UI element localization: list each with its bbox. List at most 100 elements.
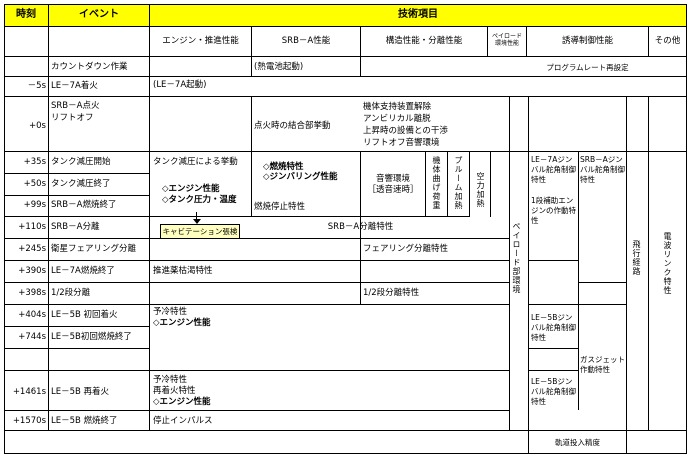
event-label: LE－7A燃焼終了 (51, 266, 115, 276)
le7a-start-note: (LE－7A起動) (153, 80, 207, 90)
row-line (528, 348, 578, 349)
time-label: +99s (23, 200, 46, 210)
col-line (425, 151, 426, 217)
payload-env-cell: ペイロード部環境 (512, 222, 521, 294)
time-label: +245s (18, 244, 46, 254)
tech-header: 技術項目 (398, 9, 438, 20)
row-line (528, 370, 578, 371)
event-label: カウントダウン作業 (51, 62, 128, 72)
col-line (360, 151, 361, 304)
frame-bottom (4, 453, 686, 454)
event-label: SRB－A燃焼終了 (51, 200, 117, 210)
col-line (487, 26, 488, 56)
event-label: LE－5B初回燃焼終了 (51, 332, 132, 342)
event-label: SRB－A点火 (51, 101, 100, 111)
frame-left (4, 4, 5, 454)
row-line (4, 56, 686, 57)
srb-subheader: SRB－A性能 (281, 36, 331, 46)
umbilical-cell-2: アンビリカル離脱 (363, 114, 431, 124)
row-line (4, 260, 509, 261)
frame-top (4, 4, 686, 5)
col-line (360, 26, 361, 76)
col-line (526, 26, 527, 56)
radio-link-cell: 電波リンク特性 (663, 232, 672, 295)
thermal-battery-cell: (熱電池起動) (254, 62, 304, 72)
col-line (469, 151, 470, 217)
le5b-gimbal-cell-1: LE－5Bジンバル舵角制御特性 (531, 313, 576, 342)
gas-jet-cell: ガスジェット作動特性 (580, 355, 625, 374)
arrow-down-icon (193, 219, 201, 224)
flight-path-cell: 飛行経路 (632, 240, 641, 276)
col-line (509, 96, 510, 430)
row-line (4, 370, 509, 371)
col-line (528, 96, 529, 453)
tank-press-temp-cell: ◇タンク圧力・温度 (162, 195, 237, 205)
col-line (447, 151, 448, 217)
event-label: タンク減圧終了 (51, 179, 111, 189)
payload-subheader-1: ペイロード (491, 33, 522, 40)
time-header-bg (4, 4, 48, 26)
row-line (150, 96, 686, 97)
gimbaling-cell: ◇ジンバリング性能 (263, 172, 338, 182)
row-line (4, 430, 686, 431)
col-line (648, 96, 649, 430)
row-line (528, 304, 626, 305)
row-line (4, 96, 150, 97)
umbilical-cell-1: 機体支持装置解除 (363, 102, 432, 112)
col-line (149, 4, 150, 430)
program-rate-cell: プログラムレート再設定 (546, 63, 629, 72)
row-line (4, 348, 150, 349)
first-stage-engine-cell: 1段補助エンジンの作動特性 (531, 196, 576, 225)
fairing-sep-cell: フェアリング分離特性 (363, 244, 449, 254)
col-line (4, 430, 5, 454)
col-line (648, 26, 649, 56)
time-label: +390s (18, 266, 46, 276)
row-line (4, 410, 509, 411)
le5b-gimbal-cell-2: LE－5Bジンバル舵角制御特性 (531, 377, 576, 406)
time-label: +1570s (12, 416, 46, 426)
time-label: +50s (23, 179, 46, 189)
time-label: +404s (18, 310, 46, 320)
time-label: +35s (23, 157, 46, 167)
row-line (4, 282, 509, 283)
row-line (578, 282, 626, 283)
payload-subheader-2: 環境性能 (494, 40, 519, 47)
col-line (578, 151, 579, 410)
plume-heating-cell: プルーム加熱 (454, 156, 463, 210)
row-line (528, 260, 578, 261)
row-line (4, 151, 686, 152)
row-line (4, 304, 509, 305)
row-line (4, 76, 686, 77)
body-bending-cell: 機体曲げ荷重 (432, 156, 441, 210)
umbilical-cell-4: リフトオフ音響環境 (363, 138, 440, 148)
col-line (528, 430, 529, 454)
row-line (4, 26, 686, 27)
time-label: +1461s (12, 387, 46, 397)
col-line (48, 4, 49, 430)
col-line (626, 430, 627, 454)
event-label: SRB－A分離 (51, 222, 100, 232)
event-header-bg (49, 4, 149, 26)
tank-depress-cell: タンク減圧による挙動 (153, 157, 238, 167)
precool-cell: 予冷特性 (153, 307, 188, 317)
engine-perf-cell-3: ◇エンジン性能 (153, 397, 211, 407)
orbit-accuracy-cell: 軌道投入精度 (555, 438, 600, 447)
other-subheader: その他 (654, 36, 681, 46)
row-line (4, 326, 150, 327)
event-label: LE－5B 再着火 (51, 387, 110, 397)
row-line (4, 238, 509, 239)
precool-cell-2: 予冷特性 (153, 375, 188, 385)
row-line (4, 173, 150, 174)
thrust-decay-cell: 推進薬枯渇特性 (153, 266, 213, 276)
srb-gimbal-cell: SRB－Aジンバル舵角制御特性 (580, 155, 625, 184)
umbilical-cell-3: 上昇時の設備との干渉 (363, 126, 448, 136)
residual-thrust-cell: 燃焼停止特性 (254, 202, 306, 212)
time-label: +0s (29, 121, 46, 131)
reignition-cell: 再着火特性 (153, 386, 196, 396)
structure-subheader: 構造性能・分離性能 (385, 36, 463, 46)
col-line (490, 151, 491, 217)
stop-impulse-cell: 停止インパルス (153, 416, 213, 426)
event-label: タンク減圧開始 (51, 157, 111, 167)
event-label: LE－5B 初回着火 (51, 310, 118, 320)
